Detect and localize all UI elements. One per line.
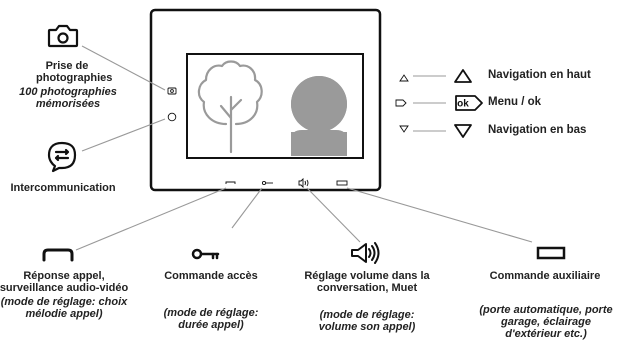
device-key-icon: [261, 180, 273, 186]
leader-photo: [81, 45, 166, 91]
handset-icon: [42, 248, 74, 262]
device-intercom-icon: [167, 112, 177, 122]
leader-answer: [75, 187, 227, 251]
photo-desc: 100 photographies mémorisées: [19, 86, 117, 110]
leader-access: [231, 187, 263, 229]
access-title: Commande accès: [164, 270, 258, 282]
nav-up-label: Navigation en haut: [488, 69, 591, 81]
aux-title: Commande auxiliaire: [489, 270, 601, 282]
leader-intercom: [81, 118, 166, 152]
photo-title: Prise de photographies: [36, 60, 113, 84]
ok-icon-text: ok: [457, 99, 469, 110]
person-silhouette: [291, 130, 347, 156]
access-desc: (mode de réglage: durée appel): [163, 307, 259, 331]
nav-down-label: Navigation en bas: [488, 124, 587, 136]
camera-icon: [47, 24, 79, 48]
answer-title: Réponse appel, surveillance audio-vidéo: [0, 270, 129, 294]
device-ok-icon: [395, 99, 407, 107]
device-speaker-icon: [298, 177, 309, 189]
tree-placeholder-icon: [197, 60, 263, 154]
rectangle-icon: [536, 246, 566, 260]
device-aux-icon: [336, 180, 348, 186]
leader-volume: [306, 187, 361, 243]
aux-desc: (porte automatique, porte garage, éclair…: [479, 304, 613, 340]
answer-desc: (mode de réglage: choix mélodie appel): [0, 296, 128, 320]
volume-desc: (mode de réglage: volume son appel): [318, 309, 416, 333]
volume-title: Réglage volume dans la conversation, Mue…: [304, 270, 430, 294]
speaker-icon: [351, 242, 380, 264]
device-handset-icon: [225, 181, 236, 184]
leader-aux: [346, 187, 533, 243]
device-camera-icon: [167, 87, 177, 95]
menu-ok-label: Menu / ok: [488, 96, 542, 108]
ok-button-icon: ok: [455, 95, 483, 111]
triangle-up-icon: [454, 69, 472, 83]
device-down-icon: [399, 125, 409, 133]
chat-arrows-icon: [47, 141, 77, 173]
triangle-down-icon: [454, 124, 472, 138]
device-up-icon: [399, 74, 409, 82]
key-icon: [191, 248, 220, 260]
intercom-label: Intercommunication: [10, 182, 116, 194]
